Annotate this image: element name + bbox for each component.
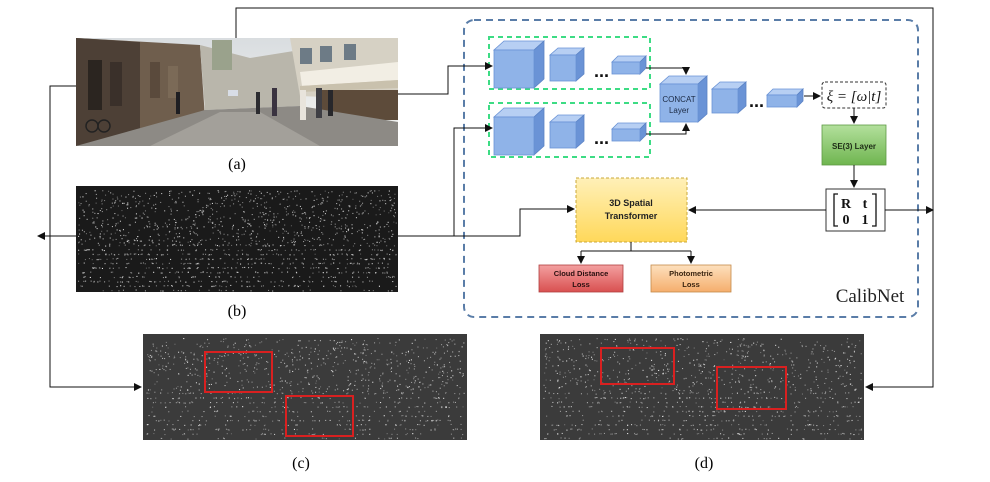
rgb-conv-blocks: ... (492, 40, 647, 89)
se3-layer-box (821, 124, 887, 166)
concat-layer-block (659, 83, 699, 123)
highlight-box (716, 366, 787, 410)
calibnet-title: CalibNet (836, 286, 905, 307)
cloud-loss-label-1: Cloud Distance (554, 269, 609, 278)
xi-vector-label: ξ = [ω|t] (827, 89, 882, 105)
svg-text:...: ... (594, 128, 609, 148)
highlight-box (600, 347, 675, 385)
rgb-image-panel (76, 38, 398, 146)
spatial-transformer-label-2: Transformer (605, 211, 658, 221)
connectors (37, 7, 934, 391)
highlight-box (204, 351, 273, 393)
miscalibrated-projection-panel (143, 334, 467, 440)
depth-conv-blocks: ... (492, 107, 647, 156)
concat-label-line2: Layer (669, 106, 689, 115)
svg-text:...: ... (594, 61, 609, 81)
matrix-zero: 0 (843, 213, 850, 228)
photo-loss-label-2: Loss (682, 280, 700, 289)
lidar-cloud-panel (76, 186, 398, 292)
matrix-r: R (841, 197, 852, 212)
photometric-loss-box (650, 264, 732, 293)
caption-c: (c) (292, 455, 310, 472)
highlight-box (285, 395, 354, 437)
se3-layer-label: SE(3) Layer (832, 142, 876, 151)
svg-text:...: ... (749, 91, 764, 111)
spatial-transformer-label-1: 3D Spatial (609, 198, 653, 208)
concat-blocks: ... (658, 75, 804, 123)
calibnet-frame (463, 19, 919, 318)
cloud-loss-label-2: Loss (572, 280, 590, 289)
matrix-one: 1 (862, 213, 869, 228)
caption-b: (b) (228, 303, 247, 320)
transform-matrix-box (825, 188, 886, 232)
cloud-distance-loss-box (538, 264, 624, 293)
calibrated-projection-panel (540, 334, 864, 440)
caption-a: (a) (228, 156, 246, 173)
concat-label-line1: CONCAT (662, 95, 695, 104)
caption-d: (d) (695, 455, 714, 472)
matrix-t: t (863, 197, 868, 212)
matrix-brackets (833, 193, 877, 227)
spatial-transformer-box (575, 177, 688, 243)
photo-loss-label-1: Photometric (669, 269, 713, 278)
